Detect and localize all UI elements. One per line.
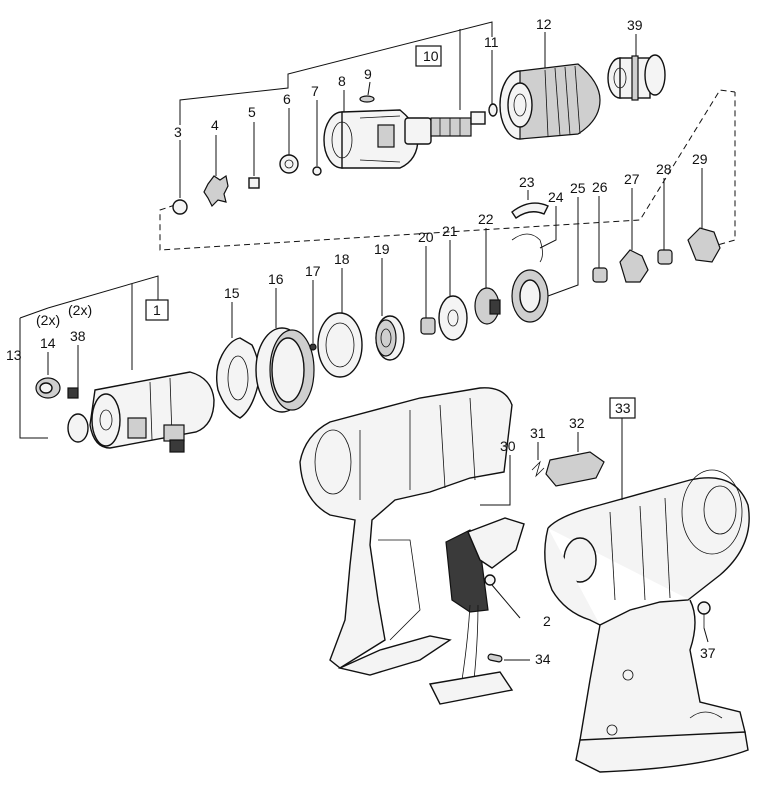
- label-17: 17: [305, 263, 321, 279]
- part-18-ring: [317, 268, 363, 378]
- part-15-motor-flange: [215, 302, 260, 419]
- label-39: 39: [627, 17, 643, 33]
- label-19: 19: [374, 241, 390, 257]
- label-13: 13: [6, 347, 22, 363]
- part-7-ball: [312, 166, 322, 176]
- part-25-gear-ring: [511, 197, 579, 323]
- part-27-carrier: [619, 188, 649, 283]
- label-38: 38: [70, 328, 86, 344]
- label-21: 21: [442, 223, 458, 239]
- part-labels: 10 1 33 3 4 5 6 7 8 9 11 12 39 23 24 25 …: [6, 16, 716, 667]
- part-12-keyless-chuck: [499, 32, 601, 140]
- part-28-gear: [657, 178, 673, 265]
- part-2-trigger-switch: [445, 517, 525, 619]
- label-18: 18: [334, 251, 350, 267]
- part-3-ring: [172, 199, 188, 215]
- label-qty-14: (2x): [36, 312, 60, 328]
- label-28: 28: [656, 161, 672, 177]
- part-24-spring-clip: [511, 206, 557, 263]
- label-25: 25: [570, 180, 586, 196]
- label-37: 37: [700, 645, 716, 661]
- label-7: 7: [311, 83, 319, 99]
- label-qty-38: (2x): [68, 302, 92, 318]
- label-34: 34: [535, 651, 551, 667]
- part-33-housing-right: [544, 418, 750, 773]
- label-5: 5: [248, 104, 256, 120]
- part-14-brush-cap: [35, 377, 61, 399]
- label-4: 4: [211, 117, 219, 133]
- part-1-motor: [89, 371, 215, 453]
- part-16-ring-gear: [255, 288, 315, 413]
- part-20-small-gear: [420, 246, 436, 335]
- part-22-sun-gear: [474, 228, 501, 325]
- label-30: 30: [500, 438, 516, 454]
- label-20: 20: [418, 229, 434, 245]
- part-38-carbon-brush: [67, 387, 79, 399]
- label-26: 26: [592, 179, 608, 195]
- part-spindle-shaft: [404, 111, 486, 145]
- label-1: 1: [153, 302, 161, 318]
- motor-group-bracket: [19, 275, 159, 439]
- label-11: 11: [484, 34, 499, 50]
- label-31: 31: [530, 425, 546, 441]
- part-9-clip: [359, 81, 375, 103]
- label-14: 14: [40, 335, 56, 351]
- part-37-screw: [697, 601, 711, 643]
- label-23: 23: [519, 174, 535, 190]
- label-32: 32: [569, 415, 585, 431]
- label-8: 8: [338, 73, 346, 89]
- part-4-star-knob: [203, 135, 229, 208]
- part-19-planet-carrier: [375, 258, 405, 361]
- label-16: 16: [268, 271, 284, 287]
- label-24: 24: [548, 189, 564, 205]
- part-11-o-ring: [488, 103, 498, 117]
- label-12: 12: [536, 16, 552, 32]
- part-32-slider: [545, 432, 605, 487]
- label-22: 22: [478, 211, 494, 227]
- group-box-1: [145, 299, 169, 321]
- label-33: 33: [615, 400, 631, 416]
- part-29-carrier: [687, 168, 721, 263]
- label-29: 29: [692, 151, 708, 167]
- group-box-10: [415, 45, 442, 67]
- label-3: 3: [174, 124, 182, 140]
- part-31-spring: [531, 442, 545, 478]
- part-motor-ring: [67, 413, 89, 443]
- part-17-ball: [309, 343, 317, 351]
- part-23-clip: [511, 190, 549, 219]
- part-30-housing-left: [299, 387, 513, 676]
- part-26-gear: [592, 196, 608, 283]
- label-10: 10: [423, 48, 439, 64]
- part-39-chuck-adaptor: [607, 34, 666, 101]
- part-34-pin: [487, 653, 530, 663]
- part-6-washer: [279, 108, 299, 174]
- part-21-disk: [438, 240, 468, 341]
- label-27: 27: [624, 171, 640, 187]
- label-2: 2: [543, 613, 551, 629]
- label-15: 15: [224, 285, 240, 301]
- part-5-pin: [248, 177, 260, 189]
- part-switch-wires: [428, 604, 514, 705]
- part-8-gear-housing: [323, 90, 419, 169]
- label-9: 9: [364, 66, 372, 82]
- label-6: 6: [283, 91, 291, 107]
